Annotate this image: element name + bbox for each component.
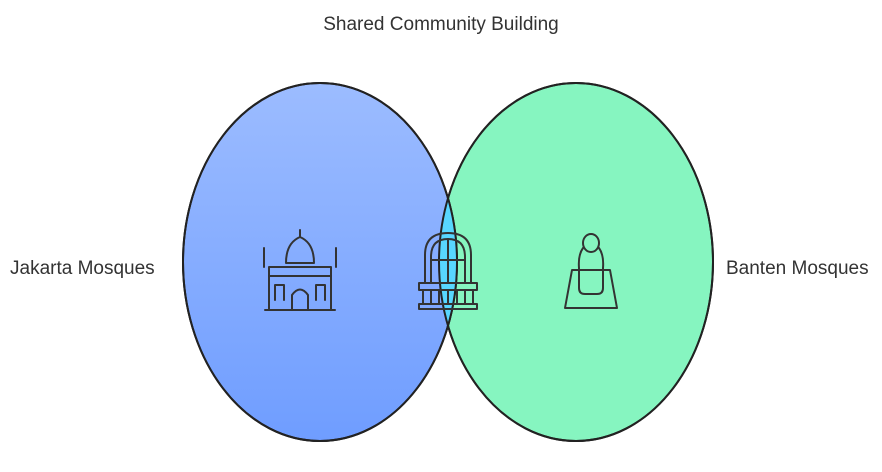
jakarta-mosques-circle-outline: [182, 82, 458, 442]
banten-mosques-label: Banten Mosques: [726, 258, 869, 279]
arched-window-balcony-icon: [418, 232, 478, 310]
jakarta-mosques-label: Jakarta Mosques: [10, 258, 155, 279]
jakarta-mosques-circle: [182, 82, 458, 442]
shared-community-building-label: Shared Community Building: [323, 14, 559, 35]
taj-mahal-mosque-icon: [263, 229, 337, 311]
prayer-mat-person-icon: [564, 233, 618, 309]
banten-mosques-circle-outline: [438, 82, 714, 442]
banten-mosques-circle: [438, 82, 714, 442]
